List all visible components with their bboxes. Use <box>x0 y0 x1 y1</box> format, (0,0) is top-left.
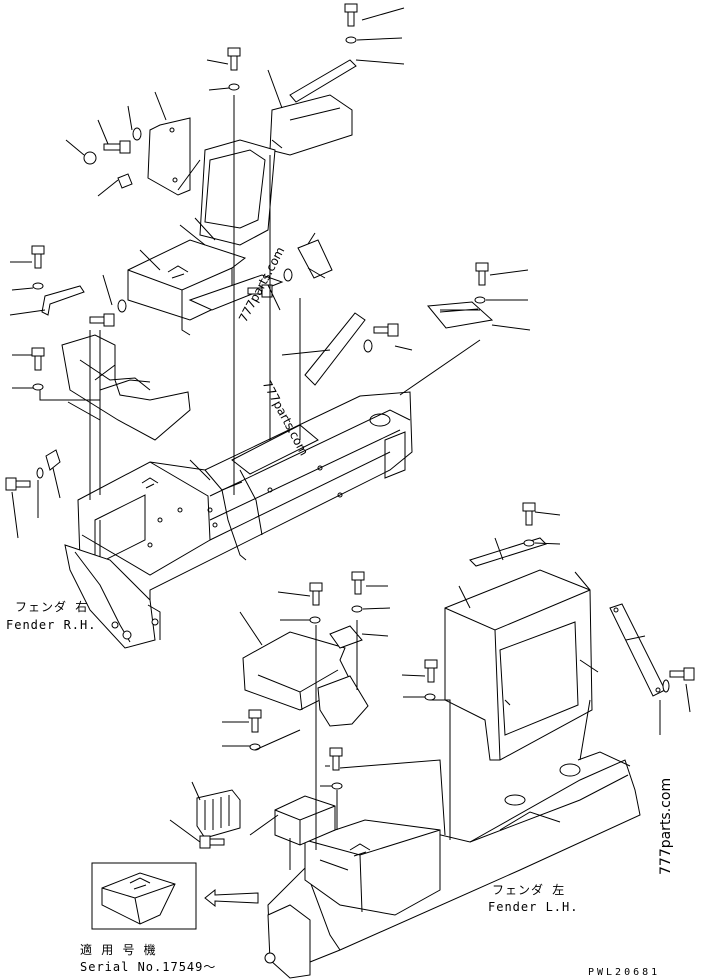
upper-cover-plate <box>270 60 356 155</box>
bolt <box>523 503 535 525</box>
fasteners <box>6 4 694 848</box>
watermark: 777parts.com <box>658 777 674 875</box>
bolt <box>330 748 342 770</box>
drawing-code: PWL20681 <box>588 967 661 978</box>
bolt <box>90 314 114 326</box>
bolt <box>200 836 224 848</box>
grille-plate <box>197 790 240 838</box>
bolt <box>352 572 364 594</box>
side-plate <box>118 118 190 195</box>
duct-cover <box>200 140 275 245</box>
fender-rh-assembly <box>65 392 412 648</box>
bolt <box>6 478 30 490</box>
washers <box>33 37 669 789</box>
bolt <box>476 263 488 285</box>
step-panel <box>42 286 190 440</box>
small-bracket <box>275 796 335 845</box>
fender-lh-label-jp: フェンダ 左 <box>492 883 566 897</box>
fender-lh-assembly <box>265 752 640 978</box>
lower-bracket-box <box>243 626 368 726</box>
bolt <box>425 660 437 682</box>
cover-plate-rh <box>428 302 492 328</box>
bolt <box>310 583 322 605</box>
bolt <box>248 285 272 297</box>
fender-rh-label-jp: フェンダ 右 <box>15 600 89 614</box>
strap-lh <box>610 604 665 696</box>
cabinet-lh <box>445 538 592 760</box>
bolt <box>345 4 357 26</box>
upper-bracket-box <box>128 240 282 335</box>
bolt <box>249 710 261 732</box>
inset-detail <box>92 863 258 929</box>
strap-rh <box>298 240 365 385</box>
bolt <box>32 348 44 370</box>
fender-rh-label-en: Fender R.H. <box>6 618 97 632</box>
bolt <box>104 141 130 153</box>
bolt <box>32 246 44 268</box>
bolt <box>374 324 398 336</box>
serial-label-en: Serial No.17549～ <box>80 960 217 974</box>
bolt <box>228 48 240 70</box>
leader-lines <box>10 8 690 870</box>
fender-lh-label-en: Fender L.H. <box>488 900 579 914</box>
serial-label-jp: 適 用 号 機 <box>80 943 157 957</box>
bolt <box>670 668 694 680</box>
